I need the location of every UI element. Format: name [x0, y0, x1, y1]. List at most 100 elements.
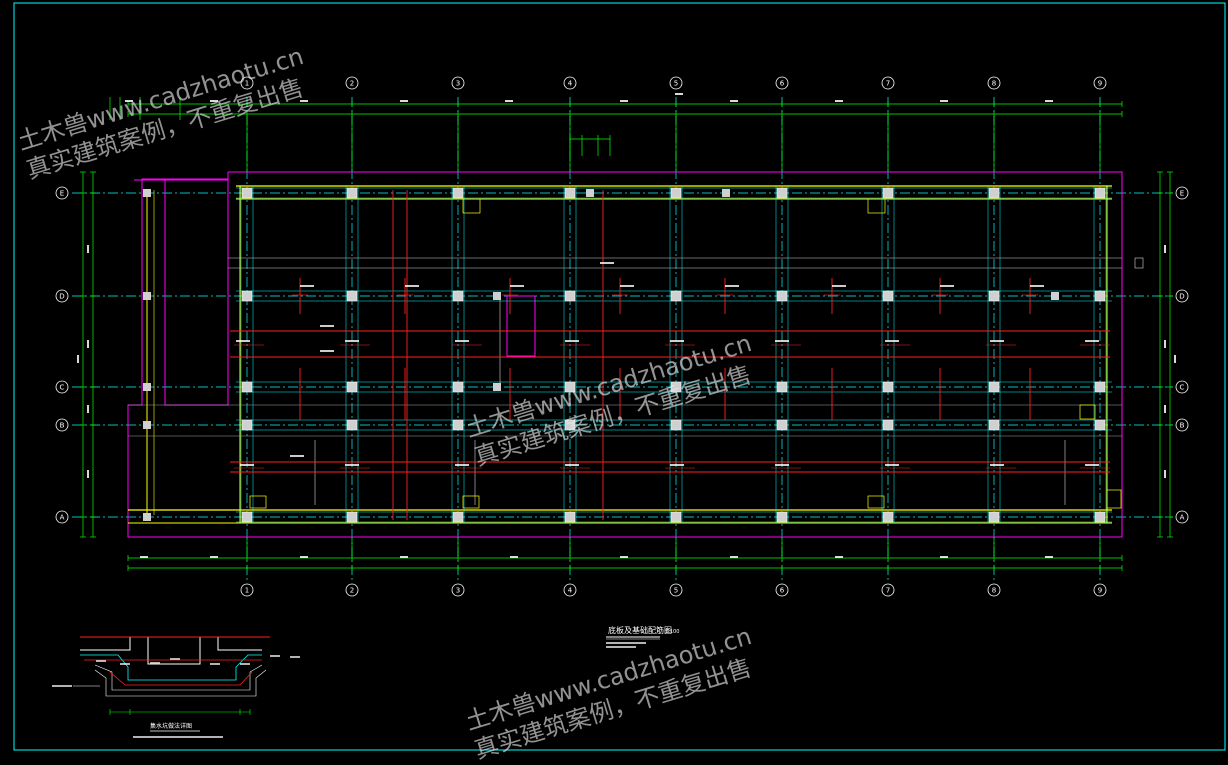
axis-bubble: D — [55, 289, 69, 303]
dimension-value-mark — [210, 100, 218, 102]
dimension-value-mark — [77, 355, 79, 363]
axis-bubble-circle — [775, 76, 789, 90]
dimension-value-mark — [675, 93, 683, 95]
dimension-value-mark — [730, 556, 738, 558]
axis-label: 2 — [350, 80, 354, 88]
axis-bubble: 1 — [240, 583, 254, 597]
axis-bubble-circle — [563, 76, 577, 90]
column — [1094, 187, 1106, 199]
column — [882, 419, 894, 431]
axis-bubble: A — [1175, 510, 1189, 524]
axis-label: C — [60, 384, 65, 392]
dimension-value-mark — [1174, 355, 1176, 363]
column — [143, 421, 151, 429]
annotation-mark — [236, 340, 250, 342]
dimension-value-mark — [87, 470, 89, 478]
axis-bubble-circle — [1175, 380, 1189, 394]
dimension-value-mark — [400, 100, 408, 102]
detail-note-mark — [52, 685, 72, 687]
axis-label: 7 — [886, 587, 890, 595]
axis-bubble: C — [55, 380, 69, 394]
axis-bubble: B — [55, 418, 69, 432]
dimension-value-mark — [1164, 245, 1166, 253]
axis-label: 5 — [674, 80, 678, 88]
detail-note-mark — [150, 662, 160, 664]
section-mark — [1134, 257, 1144, 269]
axis-bubble-circle — [55, 289, 69, 303]
column — [670, 187, 682, 199]
column — [564, 381, 576, 393]
axis-bubble: 1 — [240, 76, 254, 90]
column — [346, 511, 358, 523]
detail-lower-profile — [94, 664, 263, 691]
column — [346, 419, 358, 431]
annotation-mark — [1085, 464, 1099, 466]
axis-bubble-circle — [1175, 418, 1189, 432]
column — [143, 189, 151, 197]
axis-label: 2 — [350, 587, 354, 595]
axis-bubble: 9 — [1093, 76, 1107, 90]
axis-bubble: 8 — [987, 583, 1001, 597]
dimension-value-mark — [1164, 470, 1166, 478]
column — [586, 189, 594, 197]
detail-pit-outline — [80, 654, 262, 681]
axis-label: A — [60, 514, 65, 522]
dimension-value-mark — [620, 100, 628, 102]
dimension-value-mark — [87, 245, 89, 253]
beam-lines — [128, 185, 1122, 524]
axis-bubble: E — [55, 186, 69, 200]
annotation-mark — [1085, 340, 1099, 342]
axis-label: E — [1180, 190, 1184, 198]
column — [670, 419, 682, 431]
annotation-mark — [240, 464, 254, 466]
opening-mark — [462, 198, 481, 214]
axis-label: 8 — [992, 587, 996, 595]
axis-bubble-circle — [55, 510, 69, 524]
axis-bubble-circle — [987, 76, 1001, 90]
axis-bubble-circle — [240, 76, 254, 90]
annotation-mark — [600, 262, 614, 264]
column — [493, 292, 501, 300]
annotation-mark — [345, 464, 359, 466]
axis-bubble-circle — [1175, 186, 1189, 200]
dimension-value-mark — [210, 556, 218, 558]
axis-label: 1 — [245, 80, 249, 88]
column — [988, 381, 1000, 393]
axis-label: D — [59, 293, 64, 301]
annotation-mark — [565, 464, 579, 466]
detail-title: 集水坑做法详图 — [150, 722, 192, 730]
axis-bubble: 3 — [451, 583, 465, 597]
column — [988, 511, 1000, 523]
column — [1094, 419, 1106, 431]
column — [452, 419, 464, 431]
detail-note-mark — [270, 655, 280, 657]
column — [1094, 381, 1106, 393]
annotation-mark — [345, 340, 359, 342]
dimension-value-mark — [300, 556, 308, 558]
dimension-value-mark — [510, 556, 518, 558]
dimension-value-mark — [835, 100, 843, 102]
sump-pit-outline — [506, 295, 536, 357]
column — [241, 187, 253, 199]
grid-lines — [72, 97, 1173, 582]
dimension-value-mark — [1164, 340, 1166, 348]
annotation-mark — [510, 285, 524, 287]
detail-note-mark — [240, 663, 250, 665]
axis-bubble-circle — [669, 76, 683, 90]
column — [988, 290, 1000, 302]
column — [564, 290, 576, 302]
column — [452, 187, 464, 199]
plan-title: 底板及基础配筋图 — [608, 625, 672, 635]
column — [722, 189, 730, 197]
column — [988, 419, 1000, 431]
axis-label: 6 — [780, 80, 785, 88]
axis-label: 4 — [568, 80, 573, 88]
column — [776, 381, 788, 393]
axis-bubble-circle — [775, 583, 789, 597]
annotation-mark — [940, 285, 954, 287]
axis-label: D — [1179, 293, 1184, 301]
axis-label: 3 — [456, 80, 460, 88]
annotation-mark — [670, 464, 684, 466]
axis-label: E — [60, 190, 64, 198]
